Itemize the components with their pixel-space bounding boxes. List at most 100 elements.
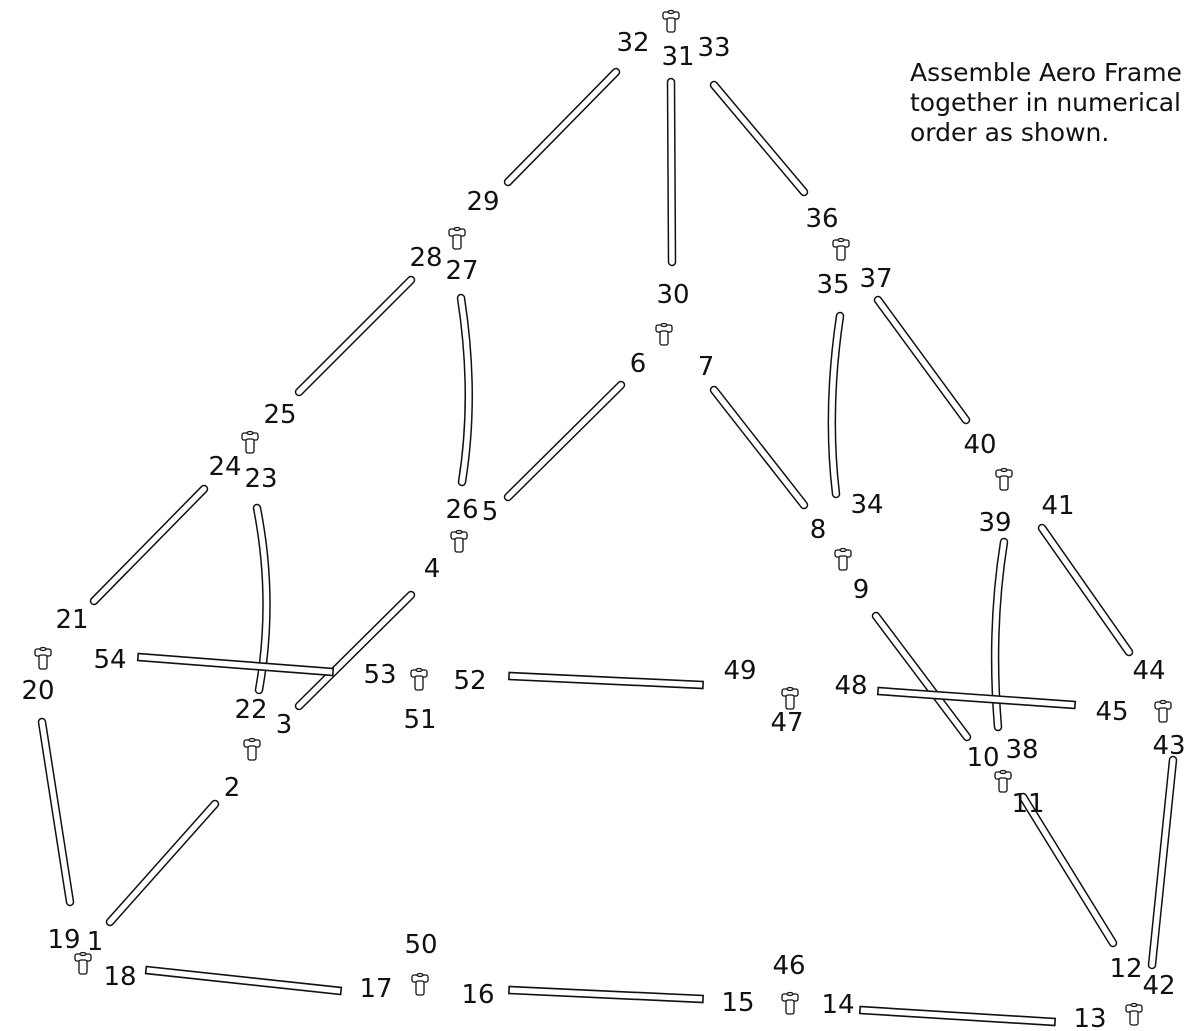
flat-tube-20 [136,652,335,677]
connector-6 [832,237,850,261]
part-label-46: 46 [772,951,805,981]
part-label-30: 30 [656,280,689,310]
part-label-13: 13 [1073,1004,1106,1031]
tube-9 [105,799,220,927]
tube-1 [503,67,621,187]
part-label-15: 15 [721,988,754,1018]
connector-15 [74,951,92,975]
flat-tube-25 [858,1005,1057,1027]
connector-2 [448,226,466,250]
part-label-5: 5 [482,497,499,527]
part-label-32: 32 [616,28,649,58]
tube-6 [503,380,626,502]
connector-14 [781,686,799,710]
part-label-53: 53 [363,660,396,690]
connector-7 [995,467,1013,491]
connector-4 [450,529,468,553]
tube-10 [871,611,972,742]
connector-12 [243,737,261,761]
connector-5 [655,322,673,346]
part-label-25: 25 [263,400,296,430]
tube-14 [37,717,75,907]
part-label-4: 4 [424,554,441,584]
instructions-line-2: together in numerical [910,88,1181,117]
part-label-50: 50 [404,930,437,960]
part-label-23: 23 [244,464,277,494]
part-label-7: 7 [698,352,715,382]
tube-2 [666,77,677,267]
part-label-24: 24 [208,452,241,482]
part-label-14: 14 [821,990,854,1020]
part-label-8: 8 [810,515,827,545]
part-label-49: 49 [723,656,756,686]
part-label-35: 35 [816,270,849,300]
connector-3 [241,430,259,454]
part-label-17: 17 [359,974,392,1004]
tube-4 [294,275,416,397]
connector-8 [834,547,852,571]
frame-tubes [37,67,1178,1027]
part-label-9: 9 [853,575,870,605]
part-label-48: 48 [834,671,867,701]
curved-tube-18 [827,311,845,499]
connector-18 [1125,1002,1143,1026]
part-label-51: 51 [403,705,436,735]
part-label-2: 2 [224,773,241,803]
part-label-11: 11 [1011,789,1044,819]
part-label-16: 16 [461,980,494,1010]
tube-8 [294,590,416,711]
tube-15 [1147,755,1178,970]
part-label-26: 26 [445,495,478,525]
instructions-line-3: order as shown. [910,118,1110,147]
connector-16 [411,972,429,996]
part-label-36: 36 [805,204,838,234]
part-label-43: 43 [1152,731,1185,761]
part-label-6: 6 [630,349,647,379]
connector-11 [1154,699,1172,723]
part-label-45: 45 [1095,697,1128,727]
frame-connectors [34,9,1172,1026]
flat-tube-23 [144,965,343,996]
flat-tube-21 [508,671,704,690]
part-label-52: 52 [453,666,486,696]
assembly-instructions: Assemble Aero Frame together in numerica… [910,58,1185,148]
part-label-18: 18 [103,962,136,992]
connector-10 [34,646,52,670]
tube-12 [1037,523,1134,657]
part-label-44: 44 [1132,656,1165,686]
part-label-37: 37 [859,264,892,294]
part-label-20: 20 [21,676,54,706]
connector-9 [994,769,1012,793]
tube-3 [709,80,809,197]
part-label-28: 28 [409,243,442,273]
part-label-3: 3 [276,710,293,740]
part-label-1: 1 [87,927,104,957]
part-label-40: 40 [963,430,996,460]
flat-tube-22 [876,686,1077,710]
curved-tube-16 [456,293,473,487]
tube-7 [709,385,809,510]
part-label-33: 33 [697,33,730,63]
part-label-47: 47 [770,708,803,738]
part-label-10: 10 [966,743,999,773]
connector-1 [662,9,680,33]
tube-13 [873,295,971,425]
part-label-54: 54 [93,645,126,675]
part-label-29: 29 [466,187,499,217]
curved-tube-19 [990,537,1009,732]
part-label-34: 34 [850,490,883,520]
part-label-39: 39 [978,508,1011,538]
part-label-31: 31 [661,42,694,72]
part-label-21: 21 [55,605,88,635]
connector-17 [781,991,799,1015]
connector-13 [410,667,428,691]
part-label-22: 22 [234,695,267,725]
part-label-42: 42 [1142,971,1175,1001]
part-label-12: 12 [1109,954,1142,984]
tube-11 [1018,792,1118,948]
part-label-27: 27 [445,256,478,286]
part-label-41: 41 [1041,491,1074,521]
part-label-19: 19 [47,925,80,955]
